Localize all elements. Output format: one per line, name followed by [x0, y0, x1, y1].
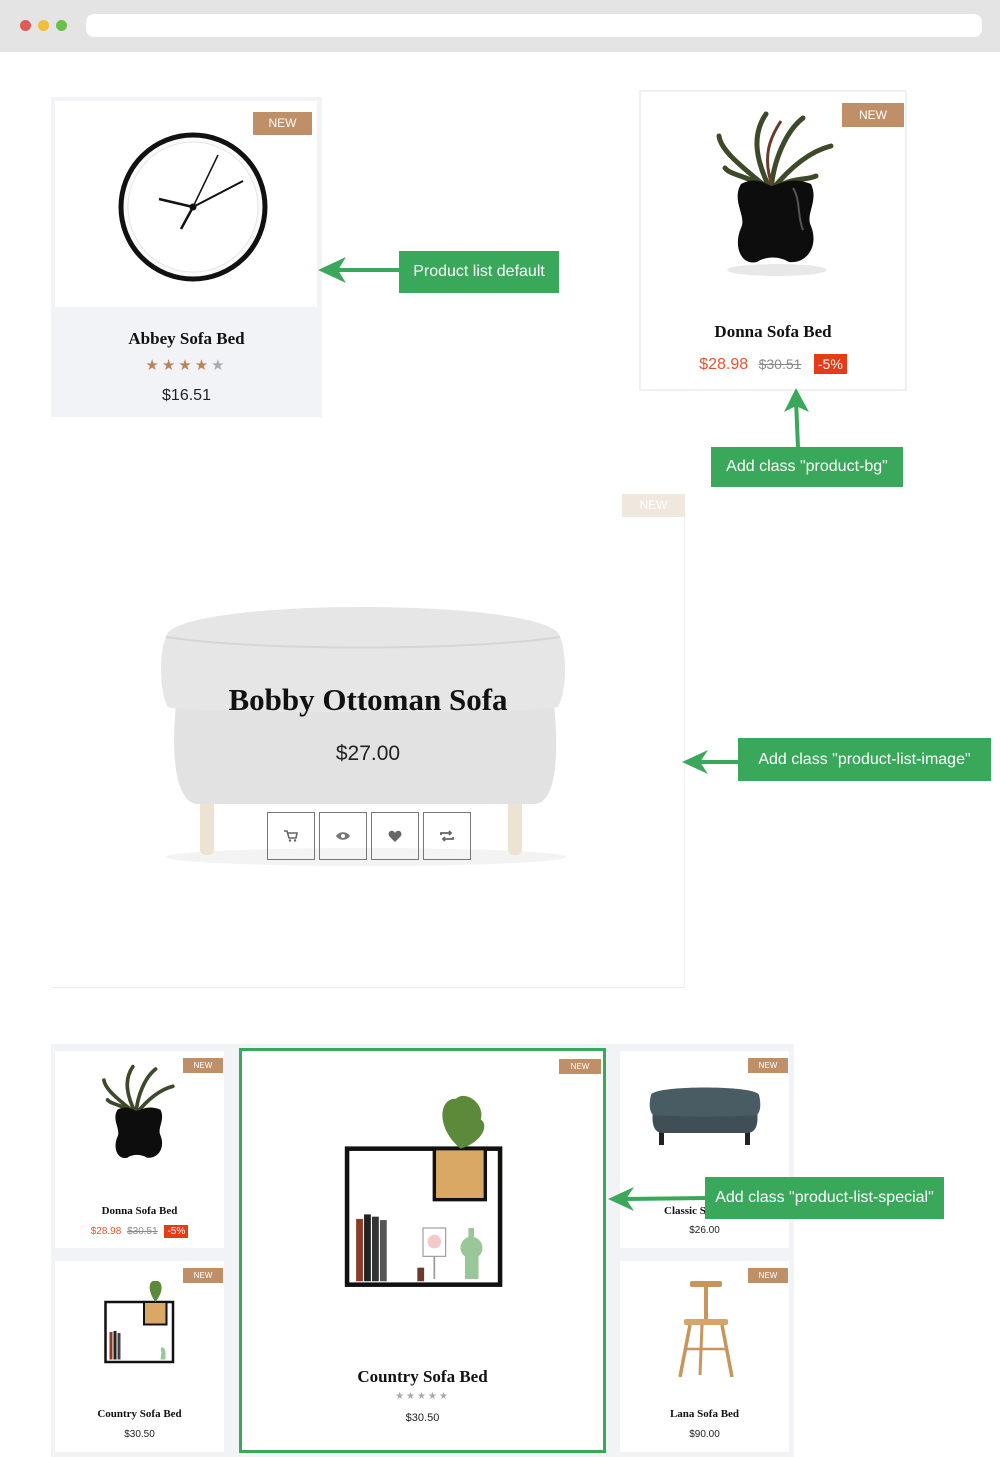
product-name[interactable]: Classic S	[664, 1205, 706, 1217]
product-name[interactable]: Country Sofa Bed	[97, 1408, 182, 1420]
callout-product-list-special: Add class "product-list-special"	[705, 1177, 944, 1219]
product-card-bg[interactable]: NEW Donna Sofa Bed $28.98 $30.51 -5%	[639, 90, 907, 391]
product-card-small[interactable]: NEW Donna Sofa Bed $28.98 $30.51 -5%	[55, 1051, 224, 1248]
product-price: $26.00	[689, 1225, 720, 1236]
wishlist-button[interactable]	[371, 812, 419, 860]
star-empty-icon: ★	[438, 1391, 450, 1402]
star-icon: ★	[145, 357, 162, 374]
discount-badge: -5%	[164, 1225, 189, 1238]
add-to-cart-button[interactable]	[267, 812, 315, 860]
ottoman-image	[161, 607, 566, 866]
browser-titlebar	[0, 0, 1000, 52]
new-badge: NEW	[622, 494, 685, 517]
close-window-icon[interactable]	[20, 20, 31, 31]
shelf-image	[104, 1280, 175, 1364]
maximize-window-icon[interactable]	[56, 20, 67, 31]
callout-product-list-image: Add class "product-list-image"	[738, 738, 991, 781]
cart-icon	[284, 830, 298, 842]
old-price: $30.51	[127, 1226, 158, 1237]
compare-icon	[440, 830, 454, 842]
price-row: $28.98 $30.51 -5%	[55, 1225, 224, 1238]
star-empty-icon: ★	[427, 1391, 439, 1402]
product-name[interactable]: Donna Sofa Bed	[101, 1205, 178, 1217]
arrow-icon	[608, 1187, 709, 1211]
product-price: $30.50	[405, 1412, 440, 1424]
product-name[interactable]: Lana Sofa Bed	[669, 1408, 740, 1420]
product-name[interactable]: Country Sofa Bed	[357, 1367, 488, 1386]
star-empty-icon: ★	[417, 1391, 428, 1402]
plant-image	[102, 1064, 175, 1159]
rating-stars: ★★★★★	[51, 356, 322, 374]
product-price: $30.50	[124, 1429, 155, 1440]
ottoman-image	[649, 1087, 761, 1145]
address-bar[interactable]	[86, 14, 982, 37]
new-badge: NEW	[748, 1268, 788, 1283]
new-badge: NEW	[183, 1058, 223, 1073]
product-name[interactable]: Donna Sofa Bed	[714, 322, 832, 341]
heart-icon	[388, 830, 402, 842]
clock-image	[118, 132, 268, 282]
new-badge: NEW	[748, 1058, 788, 1073]
product-card-special[interactable]: NEW Country Sofa Bed ★★★★★ $30.50	[239, 1048, 606, 1453]
product-image-area[interactable]	[55, 101, 317, 307]
product-list-special: NEW Donna Sofa Bed $28.98 $30.51 -5% NEW…	[51, 1044, 794, 1457]
new-badge: NEW	[559, 1059, 601, 1074]
eye-icon	[336, 832, 350, 840]
star-icon: ★	[178, 357, 195, 374]
product-name[interactable]: Abbey Sofa Bed	[128, 329, 245, 348]
price-row: $28.98 $30.51 -5%	[641, 354, 905, 374]
star-empty-icon: ★	[406, 1391, 418, 1402]
product-card-list-image[interactable]: NEW Bobby Ottoman Sofa $27.00	[51, 494, 685, 988]
old-price: $30.51	[758, 356, 802, 372]
star-empty-icon: ★	[211, 357, 228, 374]
rating-stars: ★★★★★	[242, 1391, 603, 1402]
sale-price: $28.98	[90, 1226, 122, 1237]
chair-image	[678, 1281, 734, 1378]
callout-product-list-default: Product list default	[399, 251, 559, 293]
discount-badge: -5%	[813, 354, 847, 374]
action-buttons	[267, 812, 471, 860]
plant-image	[716, 111, 834, 276]
product-card-small[interactable]: NEW Lana Sofa Bed $90.00	[620, 1261, 789, 1452]
product-card-small[interactable]: NEW Country Sofa Bed $30.50	[55, 1261, 224, 1452]
shelf-image	[344, 1095, 503, 1287]
new-badge: NEW	[253, 112, 312, 135]
star-icon: ★	[161, 357, 179, 374]
product-name[interactable]: Bobby Ottoman Sofa	[228, 682, 508, 717]
sale-price: $28.98	[699, 356, 749, 373]
quick-view-button[interactable]	[319, 812, 367, 860]
product-price: $90.00	[689, 1429, 720, 1440]
new-badge: NEW	[842, 103, 904, 127]
product-price: $27.00	[335, 742, 401, 765]
minimize-window-icon[interactable]	[38, 20, 49, 31]
arrow-icon	[784, 388, 809, 449]
product-card-default[interactable]: NEW Abbey Sofa Bed ★★★★★ $16.51	[51, 97, 322, 417]
star-empty-icon: ★	[395, 1391, 407, 1402]
new-badge: NEW	[183, 1268, 223, 1283]
arrow-icon	[682, 750, 740, 774]
star-icon: ★	[194, 357, 212, 374]
product-card-small[interactable]: NEW Classic S $26.00	[620, 1051, 789, 1248]
arrow-icon	[318, 257, 400, 283]
product-price: $16.51	[162, 387, 211, 404]
compare-button[interactable]	[423, 812, 471, 860]
callout-product-bg: Add class "product-bg"	[711, 447, 903, 487]
